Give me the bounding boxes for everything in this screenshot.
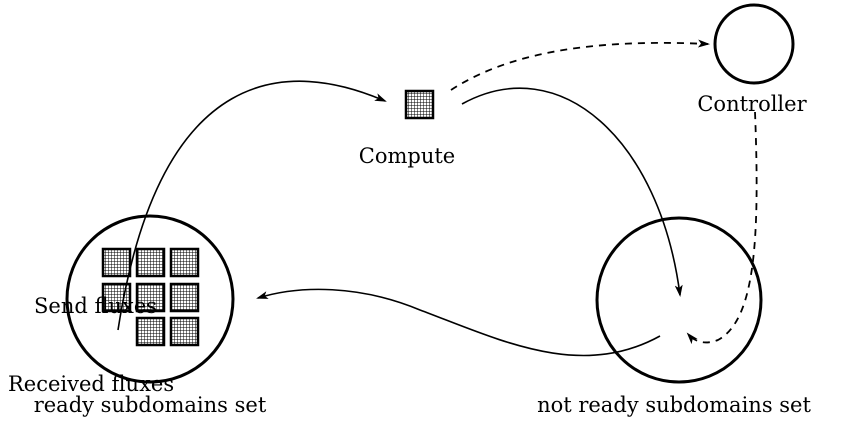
dashed-arrow-controller-to-not-ready: [686, 111, 758, 345]
arrow-ready-to-compute: [117, 80, 387, 331]
send-fluxes-label: Send fluxes: [34, 294, 157, 318]
ready-subdomain-block: [101, 247, 132, 278]
not-ready-set-label: not ready subdomains set: [537, 393, 811, 417]
controller-node-icon: [713, 3, 795, 85]
ready-subdomain-block: [135, 282, 166, 313]
ready-subdomain-block: [169, 282, 200, 313]
ready-subdomain-block: [135, 247, 166, 278]
compute-label: Compute: [359, 144, 455, 168]
not-ready-set-circle: [595, 216, 763, 384]
ready-set-label: ready subdomains set: [34, 393, 267, 417]
arrow-compute-to-not-ready: [461, 87, 683, 297]
received-fluxes-label: Received fluxes: [8, 372, 174, 396]
ready-subdomain-block: [169, 247, 200, 278]
controller-label: Controller: [697, 92, 807, 116]
ready-subdomain-block: [169, 316, 200, 347]
dashed-arrow-compute-to-controller: [450, 39, 710, 91]
arrow-not-ready-to-ready: [256, 288, 661, 357]
ready-set-circle: [65, 214, 235, 384]
compute-subdomain-icon: [404, 89, 435, 120]
ready-subdomain-block: [135, 316, 166, 347]
ready-subdomain-blocks: [101, 247, 200, 347]
